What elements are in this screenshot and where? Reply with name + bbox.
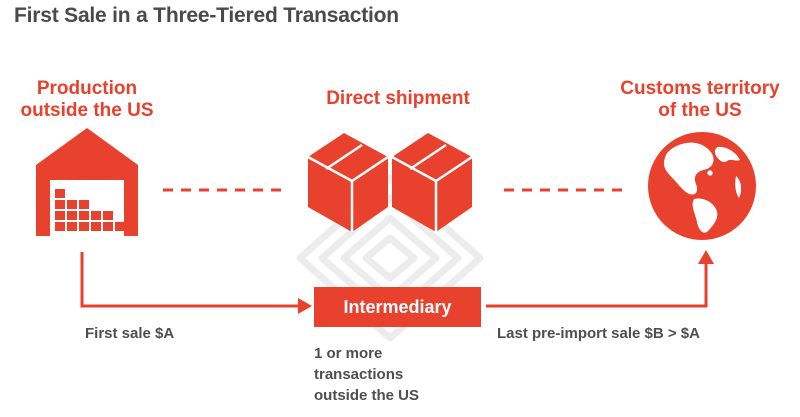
intermediary-box: Intermediary [314,287,481,327]
shipment-label: Direct shipment [326,88,470,109]
box-left-icon [307,133,389,232]
first-sale-label: First sale $A [85,325,175,342]
last-sale-label: Last pre-import sale $B > $A [497,325,700,342]
production-label: Production outside the US [12,78,162,122]
warehouse-icon [36,128,138,236]
boxes-icon [307,133,473,232]
globe-icon [648,132,756,240]
customs-label: Customs territory of the US [600,78,800,122]
production-label-line2: outside the US [20,100,154,121]
page-title: First Sale in a Three-Tiered Transaction [14,4,399,27]
production-label-line1: Production [36,78,138,99]
customs-label-line1: Customs territory [620,78,780,99]
customs-label-line2: of the US [658,100,742,121]
transactions-note-line1: 1 or more [314,345,383,362]
arrow-first-sale [80,252,312,314]
box-right-icon [391,133,473,232]
arrow-last-sale [486,250,714,308]
transactions-note: 1 or more transactions outside the US [314,343,419,406]
transactions-note-line2: transactions [314,366,404,383]
transactions-note-line3: outside the US [314,387,420,404]
